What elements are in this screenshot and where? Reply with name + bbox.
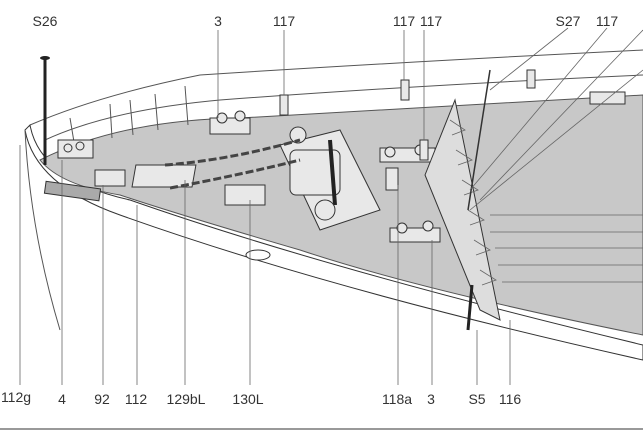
- hull-side: [24, 123, 643, 361]
- anchor-chain-upper: [164, 138, 301, 167]
- label-s27: S27: [556, 13, 581, 29]
- anchor-chain-lower: [169, 158, 301, 190]
- label-130L: 130L: [232, 391, 263, 407]
- vent-117: [279, 94, 289, 116]
- bulwark-top: [29, 49, 643, 126]
- label-116: 116: [499, 391, 522, 407]
- label-4: 4: [58, 391, 66, 407]
- vent-117: [526, 69, 536, 89]
- label-118a: 118a: [382, 391, 412, 407]
- vent-117: [400, 79, 410, 101]
- label-117: 117: [420, 13, 443, 29]
- label-3-bottom: 3: [427, 391, 435, 407]
- bitt-3-upper: [209, 117, 251, 135]
- windlass: [279, 126, 381, 231]
- mast-s26-top: [40, 56, 50, 60]
- leader-lines: [19, 27, 643, 385]
- hull-scupper: [245, 249, 271, 261]
- label-117: 117: [393, 13, 416, 29]
- label-92: 92: [94, 391, 110, 407]
- vent-117: [419, 139, 429, 161]
- bitt-rear: [589, 91, 626, 105]
- part-92-hatch: [94, 169, 126, 187]
- bitt-post: [384, 146, 396, 158]
- hull-bottom-line: [24, 129, 61, 331]
- label-s5: S5: [468, 391, 485, 407]
- label-s26: S26: [33, 13, 58, 29]
- label-117: 117: [596, 13, 619, 29]
- label-112: 112: [125, 391, 148, 407]
- label-117: 117: [273, 13, 296, 29]
- rod-s5: [466, 284, 474, 331]
- mast-s27: [467, 69, 491, 211]
- bollard: [63, 143, 73, 153]
- bitt-post: [216, 112, 228, 124]
- ramp-116: [424, 98, 501, 321]
- part-130L-plate: [224, 184, 266, 206]
- bollard: [75, 141, 85, 151]
- bulwark-stanchions: [69, 85, 189, 149]
- bitt-post: [234, 110, 246, 122]
- label-3-top: 3: [214, 13, 222, 29]
- part-4-fairlead: [57, 139, 94, 159]
- part-118a-block: [385, 167, 399, 191]
- label-112g: 112g: [1, 389, 31, 405]
- label-129bL: 129bL: [167, 391, 206, 407]
- bitt-post: [422, 220, 434, 232]
- ramp-teeth: [449, 119, 497, 286]
- bitt-post: [396, 222, 408, 234]
- hull-port-slot: [43, 180, 102, 202]
